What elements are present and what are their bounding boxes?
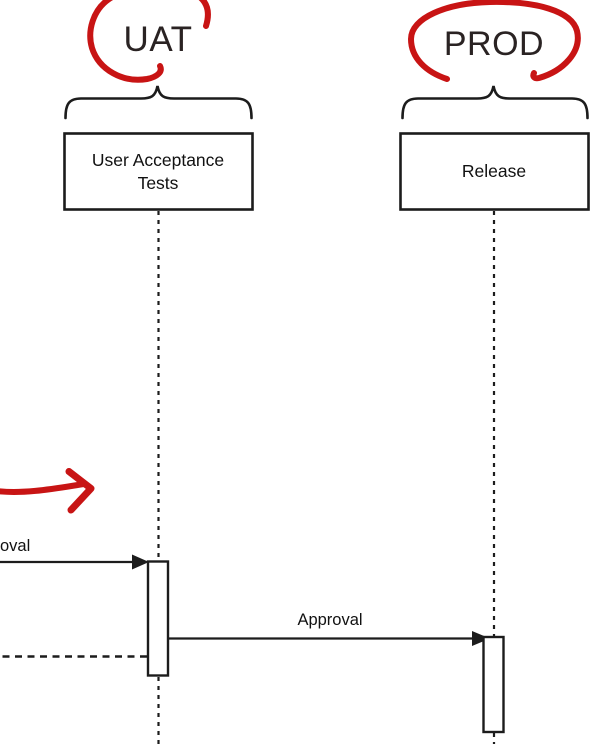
- prod-red-circle-annotation: [408, 0, 581, 82]
- prod-participant-box: [399, 132, 590, 211]
- red-annotation-arrowhead: [65, 468, 95, 514]
- prod-participant-box-label: Release: [461, 161, 527, 181]
- approval-message-label: Approval: [297, 611, 363, 629]
- approval-message-arrowhead: [472, 631, 490, 646]
- prod-participant-box-label-wrap: Release: [400, 133, 588, 210]
- prod-environment-label: PROD: [443, 25, 545, 63]
- uat-participant-box-label: User Acceptance Tests: [91, 149, 225, 193]
- uat-activation-bar: [146, 560, 170, 677]
- uat-curly-brace: [64, 85, 253, 120]
- uat-participant-box-label-wrap: User Acceptance Tests: [64, 133, 252, 210]
- incoming-message-arrowhead: [132, 554, 149, 570]
- uat-participant-box: [63, 132, 254, 211]
- prod-activation-bar: [482, 635, 505, 734]
- red-annotation-arrow-shaft: [0, 481, 87, 495]
- incoming-message-label: oval: [0, 537, 31, 555]
- prod-curly-brace: [401, 85, 589, 120]
- uat-red-circle-annotation: [87, 0, 211, 83]
- uat-environment-label: UAT: [123, 20, 193, 59]
